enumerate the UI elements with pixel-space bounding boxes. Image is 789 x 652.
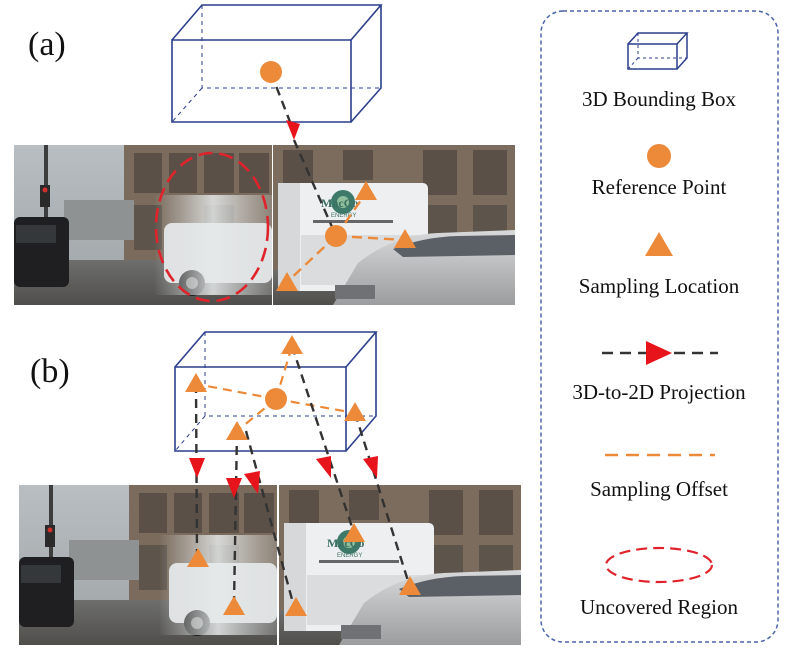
sampling-location-icon [645, 232, 673, 256]
legend-label-projection: 3D-to-2D Projection [572, 380, 746, 404]
sampling-location-b-box-2 [281, 335, 303, 354]
reference-point-a-box [260, 61, 282, 83]
projection-arrow-b-2 [226, 478, 242, 498]
truck-brand-text: MacCo [321, 196, 358, 210]
projection-arrow-a [286, 120, 300, 140]
sampling-location-a-3 [276, 272, 298, 291]
sampling-location-a-1 [355, 181, 377, 200]
3d-bounding-box-icon [627, 32, 689, 70]
legend-label-sampling-offset: Sampling Offset [590, 477, 728, 501]
truck-brand-subtext-b: ENERGY [337, 553, 362, 559]
bounding-box-a [171, 4, 383, 123]
projection-line-a [269, 72, 294, 128]
uncovered-region-ellipse [154, 151, 270, 303]
truck-brand-subtext: ENERGY [331, 213, 356, 219]
legend-label-sampling-location: Sampling Location [579, 274, 740, 298]
projection-arrow-b-5 [363, 456, 378, 478]
sampling-location-b-img-1 [187, 548, 209, 567]
uncovered-region-icon [604, 546, 714, 584]
projection-arrow-b-3 [244, 471, 260, 494]
camera-image-b-right: MacCo ENERGY [279, 485, 521, 645]
camera-image-b-left [19, 485, 277, 645]
sampling-location-b-img-5 [399, 576, 421, 595]
reference-point-icon [647, 144, 671, 168]
reference-point-b [265, 388, 287, 410]
projection-arrow-icon [602, 341, 718, 365]
legend-panel [540, 10, 779, 643]
panel-b-label: (b) [30, 353, 70, 390]
reference-point-a-image [325, 225, 347, 247]
projection-arrow-b-1 [189, 458, 205, 478]
sampling-location-b-img-2 [223, 596, 245, 615]
sampling-location-b-box-3 [344, 402, 366, 421]
sampling-location-b-img-3 [285, 597, 307, 616]
legend-label-uncovered-region: Uncovered Region [580, 595, 739, 619]
sampling-location-b-box-1 [185, 373, 207, 392]
projection-line-a-continued [292, 139, 338, 237]
sampling-location-b-img-4 [343, 523, 365, 542]
projection-arrow-b-4 [316, 456, 331, 478]
projection-lines-b [194, 345, 411, 604]
camera-image-a-right: MacCo ENERGY [273, 145, 515, 305]
bounding-box-b [174, 331, 378, 452]
sampling-location-b-box-4 [226, 421, 248, 440]
projection-arrows-b [189, 456, 378, 498]
legend-label-bounding-box: 3D Bounding Box [582, 87, 737, 111]
legend-label-reference-point: Reference Point [592, 175, 727, 199]
panel-a-label: (a) [28, 26, 66, 63]
camera-image-a-left [14, 145, 272, 305]
sampling-location-a-2 [394, 229, 416, 248]
